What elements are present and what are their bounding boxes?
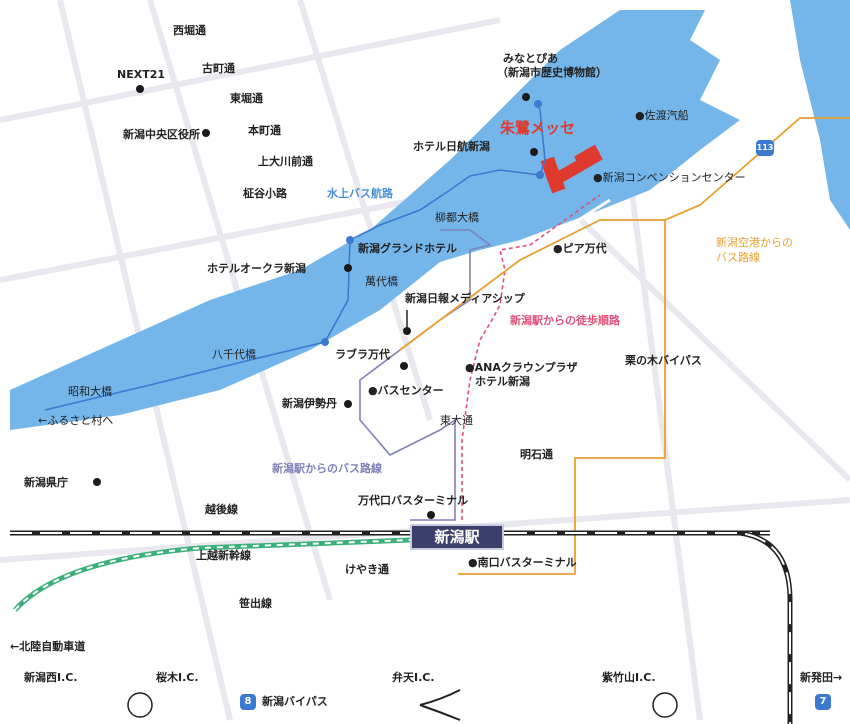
label-sado-kisen: ●佐渡汽船 xyxy=(635,109,689,122)
label-akashi: 明石通 xyxy=(520,448,553,461)
label-minamiguchi: ●南口バスターミナル xyxy=(468,556,577,569)
label-okura: ホテルオークラ新潟 xyxy=(207,262,306,275)
label-keyaki: けやき通 xyxy=(345,563,389,576)
label-furusato: ←ふるさと村へ xyxy=(38,414,114,427)
route-113-shield: 113 xyxy=(756,140,774,156)
shinano-river xyxy=(10,10,740,430)
label-higashibori: 東堀通 xyxy=(230,92,263,105)
label-airport-bus-1: 新潟空港からの xyxy=(716,236,793,249)
label-nippo: 新潟日報メディアシップ xyxy=(405,292,525,305)
kencho-dot[interactable] xyxy=(93,478,101,486)
label-ana-sub: ホテル新潟 xyxy=(475,375,530,388)
label-hokuriku: ←北陸自動車道 xyxy=(10,640,86,653)
label-sakuragi: 柾谷小路 xyxy=(243,187,287,200)
okura-dot[interactable] xyxy=(344,264,352,272)
label-shinya-ic: 紫竹山I.C. xyxy=(602,671,656,684)
shinya-ic-circle xyxy=(652,692,678,718)
label-sasaide: 笹出線 xyxy=(239,597,272,610)
label-airport-bus-2: バス路線 xyxy=(716,251,760,264)
lovela-dot[interactable] xyxy=(400,362,408,370)
sakuragi-ic-circle xyxy=(127,692,153,718)
label-nishibori: 西堀通 xyxy=(173,24,206,37)
label-grand-hotel: 新潟グランドホテル xyxy=(358,242,457,255)
label-sakuragi-ic: 桜木I.C. xyxy=(156,671,199,684)
label-bandai-bridge: 柳都大橋 xyxy=(435,211,479,224)
route-8-shield: 8 xyxy=(240,694,256,710)
label-showa: 昭和大橋 xyxy=(68,385,112,398)
label-water-bus: 水上バス航路 xyxy=(327,187,393,200)
label-kamiokawa: 上大川前通 xyxy=(258,155,313,168)
label-next21: NEXT21 xyxy=(117,68,166,81)
nippo-dot[interactable] xyxy=(403,327,411,335)
next21-dot[interactable] xyxy=(136,85,144,93)
label-higashi-odori: 東大通 xyxy=(440,414,473,427)
label-minatopia: みなとぴあ xyxy=(503,52,558,65)
label-bandaibashi: 萬代橋 xyxy=(365,275,398,288)
chuo-ward-dot[interactable] xyxy=(202,129,210,137)
label-tokimesse: 朱鷺メッセ xyxy=(500,119,576,137)
label-convention: ●新潟コンベンションセンター xyxy=(593,171,746,184)
label-isetan: 新潟伊勢丹 xyxy=(282,397,337,410)
label-kurenoki: 栗の木バイパス xyxy=(625,354,702,367)
bandai-terminal-dot[interactable] xyxy=(427,511,435,519)
label-bus-center: ●バスセンター xyxy=(368,384,444,397)
hotel-nikko-dot[interactable] xyxy=(530,148,538,156)
label-bandai-terminal: 万代口バスターミナル xyxy=(358,494,468,507)
label-joetsu: 上越新幹線 xyxy=(196,549,251,562)
label-honcho: 本町通 xyxy=(248,124,281,137)
label-yachiyo: 八千代橋 xyxy=(212,348,256,361)
label-walking: 新潟駅からの徒歩順路 xyxy=(510,314,620,327)
label-etsugo: 越後線 xyxy=(205,503,238,516)
label-pier-bandai: ●ピア万代 xyxy=(553,242,607,255)
niigata-station[interactable]: 新潟駅 xyxy=(410,524,504,550)
label-shibata: 新発田→ xyxy=(800,671,843,684)
label-furumachi: 古町通 xyxy=(202,62,235,75)
label-chuo-ward: 新潟中央区役所 xyxy=(123,128,200,141)
label-hotel-nikko: ホテル日航新潟 xyxy=(413,140,490,153)
isetan-dot[interactable] xyxy=(344,400,352,408)
label-benten-ic: 弁天I.C. xyxy=(392,671,435,684)
label-ana: ●ANAクラウンプラザ xyxy=(465,361,578,374)
minatopia-dot[interactable] xyxy=(522,93,530,101)
label-nishi-ic: 新潟西I.C. xyxy=(24,671,78,684)
label-minatopia-sub: （新潟市歴史博物館） xyxy=(497,66,607,79)
label-lovela: ラブラ万代 xyxy=(335,348,390,361)
label-kencho: 新潟県庁 xyxy=(24,476,68,489)
label-niigata-bypass: 新潟バイパス xyxy=(262,695,328,708)
label-station-bus: 新潟駅からのバス路線 xyxy=(272,462,382,475)
route-7-shield: 7 xyxy=(815,694,831,710)
